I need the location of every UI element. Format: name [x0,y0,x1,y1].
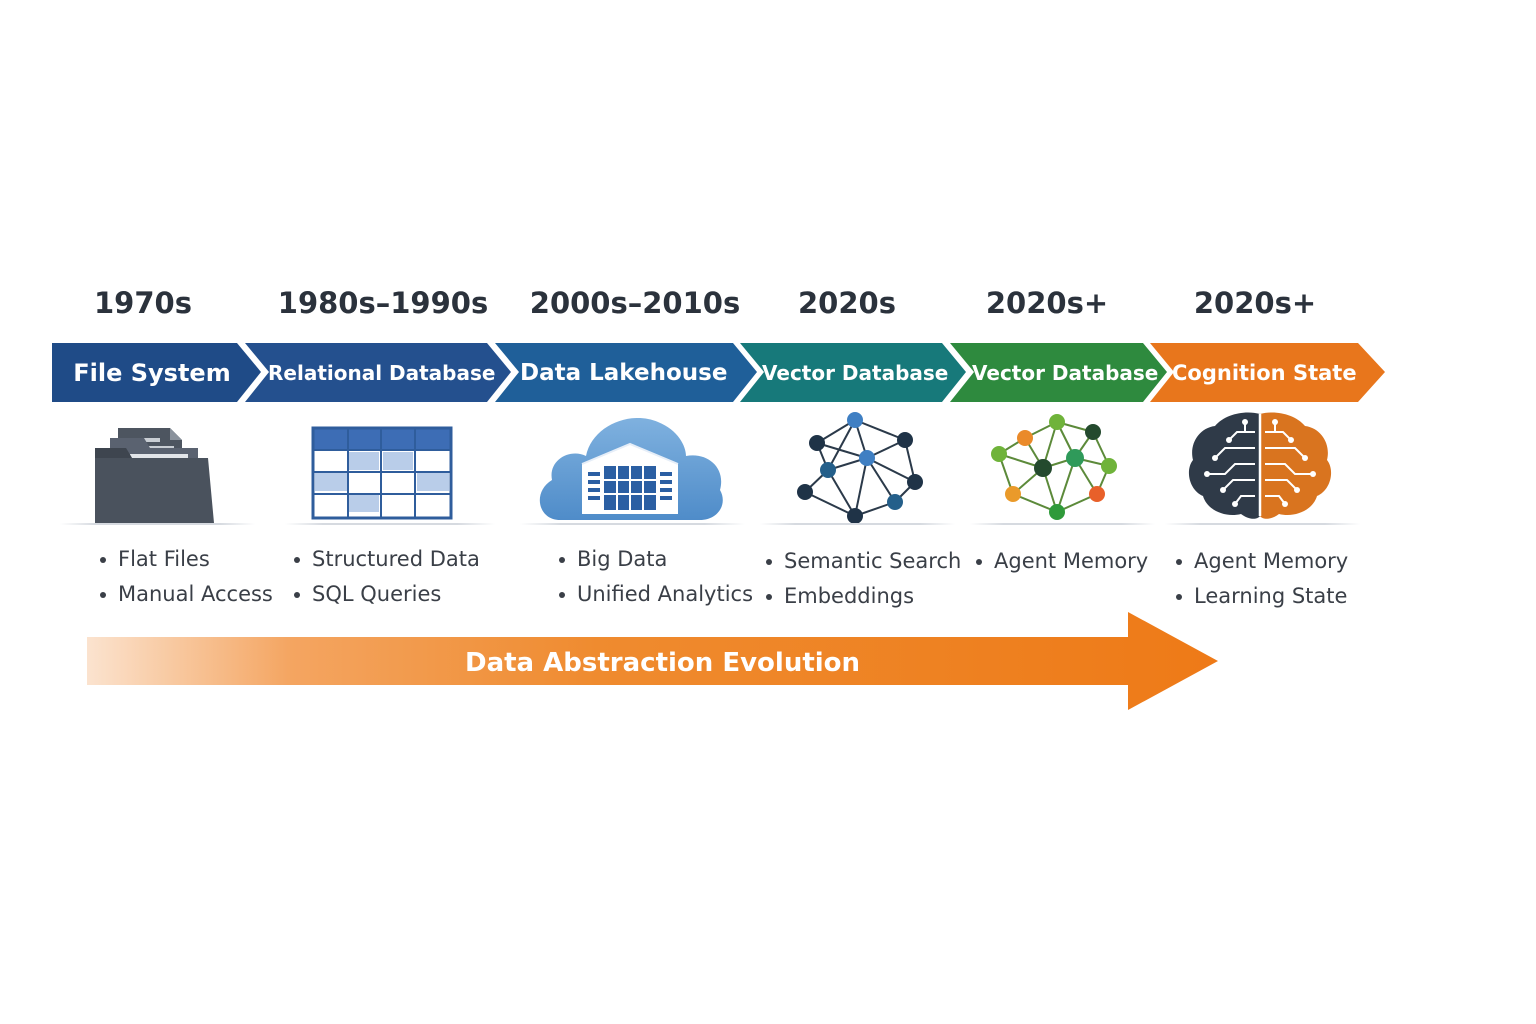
evolution-arrow [87,612,1218,710]
chevron-data-lakehouse [495,343,757,402]
icon-shelf-5 [970,523,1155,525]
era-label-6: 2020s+ [1193,286,1317,320]
list-item: Learning State [1174,579,1348,614]
stage-title-file-system: File System [73,359,231,387]
chevron-file-system [52,343,261,402]
icon-shelf-2 [285,523,495,525]
stage-title-data-lakehouse: Data Lakehouse [520,360,728,386]
list-item: Agent Memory [1174,544,1348,579]
stage-title-vector-database-1: Vector Database [762,361,949,385]
evolution-label: Data Abstraction Evolution [465,648,861,678]
stage-title-relational-database: Relational Database [268,361,496,385]
list-item: Agent Memory [974,544,1148,579]
chevron-relational-database [245,343,511,402]
era-label-4: 2020s [798,286,896,320]
chevron-cognition-state [1150,343,1385,402]
list-item: Flat Files [98,542,273,577]
icon-shelf-1 [60,523,255,525]
stage-title-cognition-state: Cognition State [1172,361,1357,385]
bullet-list-relational-database: Structured Data SQL Queries [292,542,480,612]
icon-shelf-4 [760,523,955,525]
list-item: Embeddings [764,579,961,614]
icon-shelf-3 [520,523,745,525]
bullet-list-file-system: Flat Files Manual Access [98,542,273,612]
vector-network-icon [785,408,930,526]
cloud-warehouse-icon [530,408,730,526]
list-item: Structured Data [292,542,480,577]
folder-icon [90,408,220,526]
list-item: Big Data [557,542,753,577]
list-item: Unified Analytics [557,577,753,612]
era-label-1: 1970s [94,286,192,320]
bullet-list-vector-database-2: Agent Memory [974,544,1148,579]
era-label-3: 2000s–2010s [529,286,741,320]
table-grid-icon [305,408,460,526]
bullet-list-data-lakehouse: Big Data Unified Analytics [557,542,753,612]
list-item: SQL Queries [292,577,480,612]
chevron-vector-database-1 [740,343,966,402]
agent-network-icon [985,408,1125,526]
era-label-2: 1980s–1990s [277,286,489,320]
chevron-vector-database-2 [950,343,1167,402]
icon-shelf-6 [1165,523,1360,525]
bullet-list-vector-database-1: Semantic Search Embeddings [764,544,961,614]
list-item: Semantic Search [764,544,961,579]
list-item: Manual Access [98,577,273,612]
bullet-list-cognition-state: Agent Memory Learning State [1174,544,1348,614]
stage-title-vector-database-2: Vector Database [972,361,1159,385]
era-label-5: 2020s+ [985,286,1109,320]
brain-circuit-icon [1185,408,1335,526]
